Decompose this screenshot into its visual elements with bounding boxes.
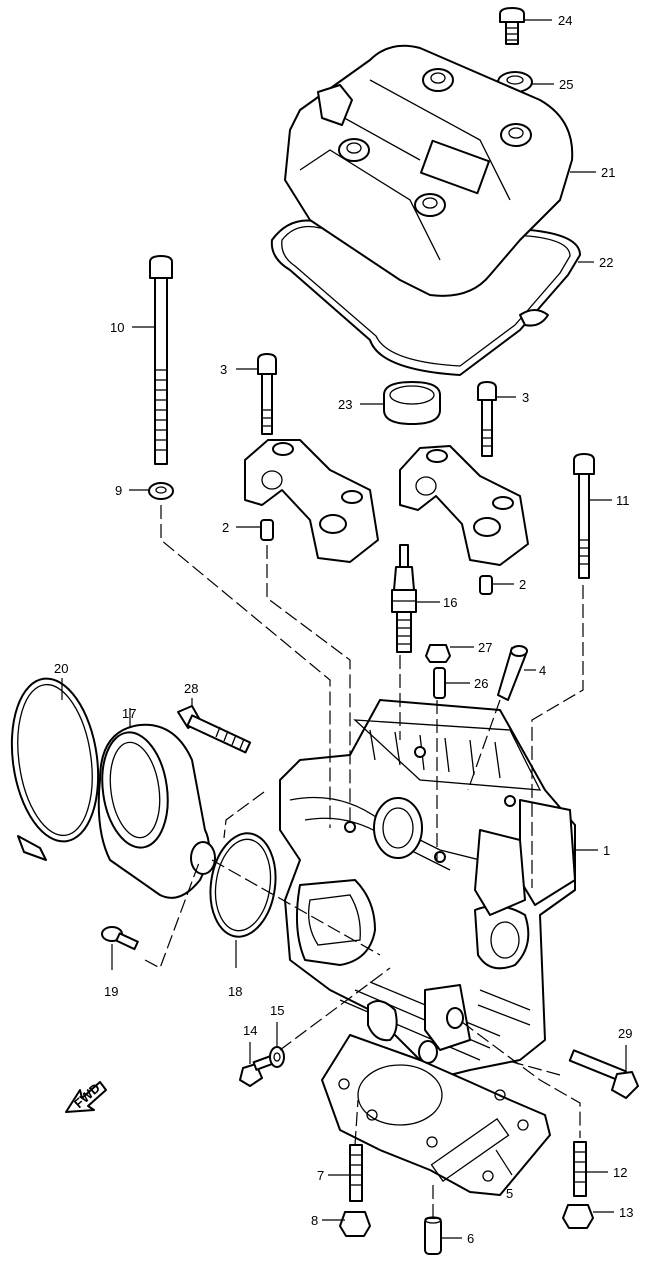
callout-2-left: 2	[222, 520, 229, 535]
callout-9: 9	[115, 483, 122, 498]
part-11-long-bolt	[573, 453, 612, 579]
callout-22: 22	[599, 255, 613, 270]
callout-20: 20	[54, 661, 68, 676]
callout-8: 8	[311, 1213, 318, 1228]
part-21-cylinder-head-cover	[284, 44, 596, 327]
part-3-bolt-left	[236, 353, 277, 435]
callout-21: 21	[601, 165, 615, 180]
callout-2-right: 2	[519, 577, 526, 592]
part-1-cylinder-head	[279, 699, 598, 1081]
callout-6: 6	[467, 1231, 474, 1246]
callout-29: 29	[618, 1026, 632, 1041]
part-13-nut	[562, 1204, 614, 1229]
callout-16: 16	[443, 595, 457, 610]
callout-10: 10	[110, 320, 124, 335]
callout-7: 7	[317, 1168, 324, 1183]
part-23-seal-ring	[360, 381, 441, 425]
callout-3-right: 3	[522, 390, 529, 405]
callout-4: 4	[539, 663, 546, 678]
callout-26: 26	[474, 676, 488, 691]
callout-23: 23	[338, 397, 352, 412]
part-15-washer	[269, 1022, 285, 1068]
part-9-washer	[129, 482, 174, 500]
part-24-cover-bolt	[499, 7, 552, 45]
callout-17: 17	[122, 706, 136, 721]
part-20-clamp	[10, 677, 100, 861]
callout-11: 11	[616, 493, 630, 508]
callout-18: 18	[228, 984, 242, 999]
callout-3-left: 3	[220, 362, 227, 377]
camshaft-holder-right	[399, 445, 529, 566]
assembly-guide-lines	[144, 505, 584, 1218]
callout-28: 28	[184, 681, 198, 696]
part-2-dowel-pin-left	[236, 519, 274, 541]
part-6-dowel	[424, 1216, 462, 1255]
callout-19: 19	[104, 984, 118, 999]
callout-25: 25	[559, 77, 573, 92]
part-26-pin	[433, 667, 470, 699]
part-18-o-ring	[209, 832, 277, 968]
callout-13: 13	[619, 1205, 633, 1220]
forward-direction-arrow-icon: FWD	[65, 1080, 107, 1113]
part-4-sensor	[497, 645, 536, 701]
part-10-long-bolt	[132, 255, 173, 465]
camshaft-holder-left	[244, 439, 379, 563]
callout-15: 15	[270, 1003, 284, 1018]
callout-1: 1	[603, 843, 610, 858]
part-2-dowel-pin-right	[479, 575, 514, 595]
callout-12: 12	[613, 1165, 627, 1180]
part-16-spark-plug	[391, 544, 440, 653]
part-8-nut	[322, 1211, 371, 1237]
part-28-bolt	[177, 698, 252, 754]
callout-5: 5	[506, 1186, 513, 1201]
callout-27: 27	[478, 640, 492, 655]
callout-24: 24	[558, 13, 572, 28]
part-7-stud	[328, 1144, 363, 1202]
part-29-bolt	[568, 1045, 639, 1099]
part-5-head-gasket	[321, 1034, 551, 1196]
part-14-bolt	[239, 1042, 275, 1087]
callout-14: 14	[243, 1023, 257, 1038]
part-17-intake-pipe	[97, 708, 216, 899]
part-27-nut	[425, 644, 474, 663]
part-12-stud	[573, 1141, 608, 1197]
callout-labels: 24 25 21 22 10 3 3 23 9 11 2 2 16 27 20 …	[54, 13, 633, 1246]
part-3-bolt-right	[477, 381, 516, 457]
part-19-screw	[101, 926, 139, 970]
